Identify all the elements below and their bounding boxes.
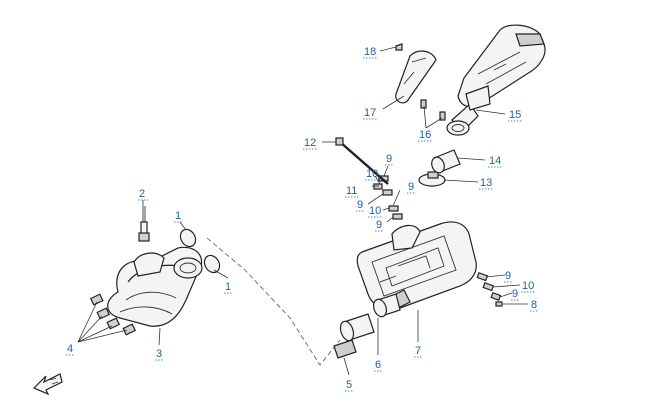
callout-13: 13 <box>480 177 492 189</box>
callout-labels: 2 1 1 3 4 5 6 7 8 9 10 9 12 9 10 9 11 9 <box>66 46 538 392</box>
callout-2: 2 <box>139 188 145 200</box>
callout-9-low: 9 <box>376 219 382 231</box>
assembly-dash-line <box>206 237 341 366</box>
long-bolt-part[interactable] <box>335 137 389 185</box>
shield-screw-part[interactable] <box>395 43 403 51</box>
callout-10-top: 10 <box>366 168 378 180</box>
right-mount-hardware[interactable] <box>476 271 503 307</box>
callout-9-left: 9 <box>357 199 363 211</box>
callout-4: 4 <box>67 343 73 355</box>
callout-3: 3 <box>156 348 162 360</box>
leader-lines <box>77 46 528 376</box>
connector-sleeve-part[interactable] <box>430 149 461 175</box>
callout-14: 14 <box>489 155 501 167</box>
callout-18: 18 <box>364 46 376 58</box>
callout-9-right-upper: 9 <box>505 270 511 282</box>
silencer-part[interactable] <box>446 24 546 136</box>
callout-11: 11 <box>346 185 357 197</box>
muffler-part[interactable] <box>356 221 477 310</box>
callout-8: 8 <box>531 299 537 311</box>
oxygen-sensor-part[interactable] <box>138 206 150 242</box>
callout-10-mid: 10 <box>369 205 381 217</box>
pipe-clamp-part[interactable] <box>333 313 375 359</box>
band-clamp-part[interactable] <box>418 171 446 187</box>
gasket-upper-part[interactable] <box>177 227 198 250</box>
callout-1-lower: 1 <box>225 281 231 293</box>
callout-16: 16 <box>419 129 431 141</box>
callout-17: 17 <box>364 107 376 119</box>
exhaust-header-part[interactable] <box>89 246 203 336</box>
callout-9-right-lower: 9 <box>512 288 518 300</box>
outlet-pipe-part[interactable] <box>371 293 401 319</box>
callout-12: 12 <box>304 137 316 149</box>
callout-7: 7 <box>415 345 421 357</box>
callout-5: 5 <box>346 379 352 391</box>
callout-15: 15 <box>509 109 521 121</box>
callout-9-mid: 9 <box>408 181 414 193</box>
heat-shield-part[interactable] <box>395 50 437 104</box>
gasket-lower-part[interactable] <box>201 253 222 276</box>
front-direction-arrow-icon <box>32 373 63 396</box>
callout-10-right: 10 <box>522 280 534 292</box>
silencer-bolts-part[interactable] <box>420 99 446 121</box>
callout-6: 6 <box>375 359 381 371</box>
callout-9-top: 9 <box>386 153 392 165</box>
callout-1-upper: 1 <box>175 210 181 222</box>
